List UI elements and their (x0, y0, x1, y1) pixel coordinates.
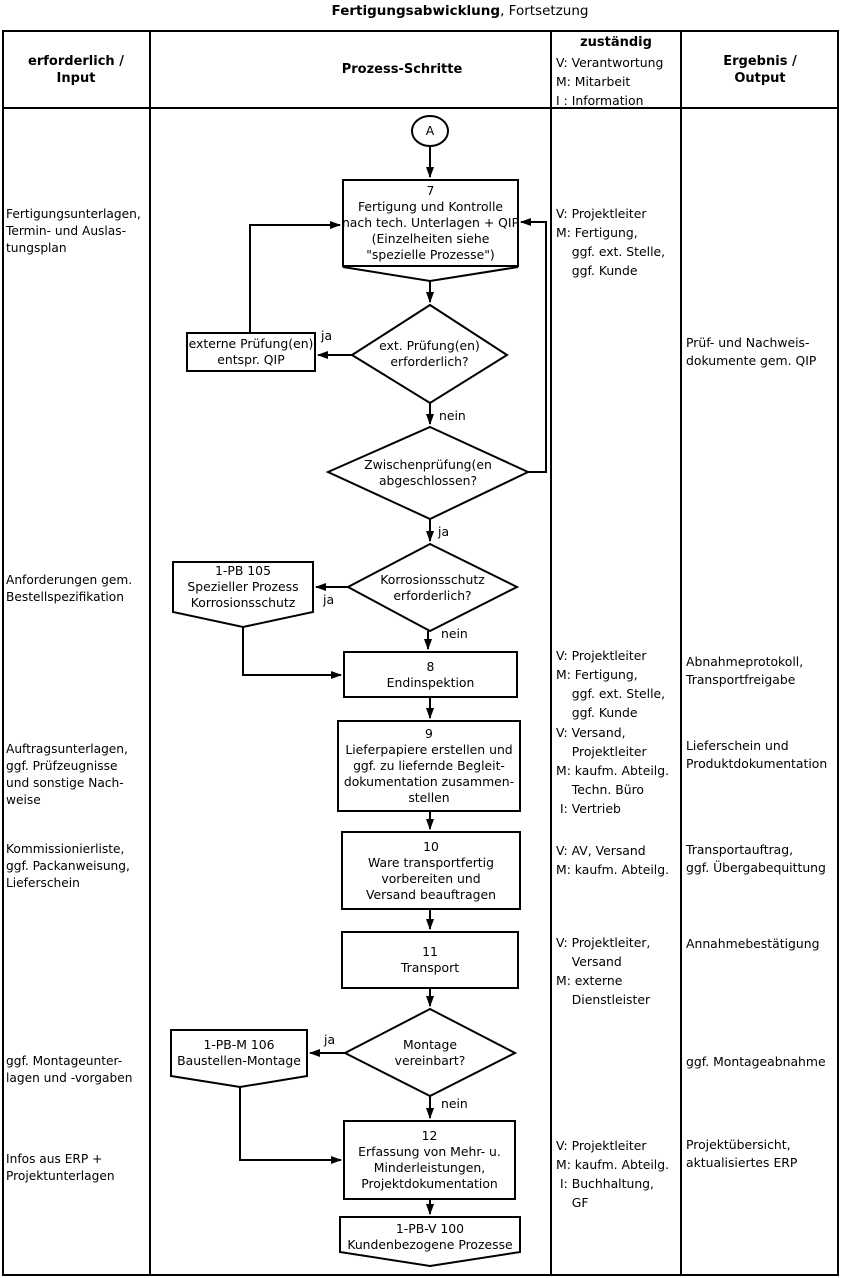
input-step7: Fertigungsunterlagen, Termin- und Auslas… (6, 207, 141, 255)
responsible-step9: V: Versand, Projektleiter M: kaufm. Abte… (556, 725, 670, 816)
external-check-label: externe Prüfung(en) entspr. QIP (188, 336, 314, 367)
step12-box (343, 1120, 516, 1200)
table-outer-border (2, 30, 839, 1276)
input-step10: Kommissionierliste, ggf. Packanweisung, … (6, 842, 130, 890)
responsible-step10: V: AV, Versand M: kaufm. Abteilg. (556, 843, 670, 877)
edge-pbm106-to-step12 (239, 1087, 342, 1164)
step10-box (341, 831, 521, 910)
decision-korrosion-label: Korrosionsschutz erforderlich? (380, 571, 485, 603)
decision-korrosion-diamond (345, 542, 520, 633)
step11-label: 11 Transport (400, 944, 460, 975)
edge-label-ja-korrosion: ja (323, 592, 335, 607)
step8-label: 8 Endinspektion (386, 658, 475, 690)
decision-ext-label: ext. Prüfung(en) erforderlich? (379, 338, 480, 369)
step7-label: 7 Fertigung und Kontrolle nach tech. Unt… (341, 183, 520, 262)
output-ext: Prüf- und Nachweis- dokumente gem. QIP (686, 335, 817, 368)
pbm106-shape (170, 1029, 308, 1089)
output-step8: Abnahmeprotokoll, Transportfreigabe (686, 654, 804, 687)
step11-box (341, 931, 519, 989)
edge-label-ja-montage: ja (324, 1032, 336, 1047)
responsible-step7: V: Projektleiter M: Fertigung, ggf. ext.… (556, 206, 666, 278)
edge-pb105-to-step8 (242, 627, 342, 679)
input-korrosion: Anforderungen gem. Bestellspezifikation (6, 573, 133, 604)
edge-label-nein-ext: nein (439, 408, 466, 423)
pbm106-label: 1-PB-M 106 Baustellen-Montage (177, 1037, 301, 1068)
pb105-shape (172, 561, 314, 629)
output-step9: Lieferschein und Produktdokumentation (686, 738, 828, 771)
output-step10: Transportauftrag, ggf. Übergabequittung (686, 842, 826, 875)
page-title-bold: Fertigungsabwicklung (331, 3, 501, 19)
edge-label-nein-montage: nein (441, 1096, 468, 1111)
header-responsible-title: zuständig (580, 35, 652, 50)
header-output-column: Ergebnis / Output (723, 53, 797, 86)
header-process-column: Prozess-Schritte (341, 62, 463, 77)
edge-label-ja-zwischen: ja (438, 524, 450, 539)
edge-zwischen-back-to-step7 (520, 218, 547, 473)
step9-box (337, 720, 521, 812)
input-montage: ggf. Montageunter- lagen und -vorgaben (6, 1054, 133, 1085)
page-title: Fertigungsabwicklung, Fortsetzung (160, 3, 760, 19)
responsible-step11: V: Projektleiter, Versand M: externe Die… (556, 935, 651, 1007)
step10-label: 10 Ware transportfertig vorbereiten und … (366, 838, 496, 902)
pbv100-shape (339, 1216, 521, 1268)
output-step11: Annahmebestätigung (686, 936, 820, 951)
output-montage: ggf. Montageabnahme (686, 1054, 826, 1069)
page-title-rest: , Fortsetzung (500, 3, 589, 19)
input-step9: Auftragsunterlagen, ggf. Prüfzeugnisse u… (6, 742, 128, 807)
edge-label-ja-ext: ja (321, 328, 333, 343)
step12-label: 12 Erfassung von Mehr- u. Minderleistung… (358, 1128, 501, 1191)
pbv100-label: 1-PB-V 100 Kundenbezogene Prozesse (347, 1221, 513, 1252)
step9-label: 9 Lieferpapiere erstellen und ggf. zu li… (343, 726, 515, 805)
step7-box (342, 179, 519, 267)
step8-box (343, 651, 518, 698)
header-responsible-legend: V: Verantwortung M: Mitarbeit I : Inform… (556, 55, 664, 108)
input-step12: Infos aus ERP + Projektunterlagen (6, 1152, 115, 1183)
edge-external-back-to-step7 (249, 221, 341, 333)
decision-montage-label: Montage vereinbart? (394, 1036, 466, 1068)
responsible-step8: V: Projektleiter M: Fertigung, ggf. ext.… (556, 648, 666, 720)
table-grid (2, 30, 839, 1276)
edge-label-nein-korrosion: nein (441, 626, 468, 641)
output-step12: Projektübersicht, aktualisiertes ERP (686, 1137, 798, 1170)
step7-merge-lines (342, 266, 519, 283)
header-input-column: erforderlich / Input (28, 53, 124, 86)
responsible-step12: V: Projektleiter M: kaufm. Abteilg. I: B… (556, 1138, 670, 1210)
decision-zwischen-label: Zwischenprüfung(en abgeschlossen? (364, 457, 492, 488)
connector-a-label: A (425, 123, 435, 138)
pb105-label: 1-PB 105 Spezieller Prozess Korrosionssc… (187, 563, 299, 610)
